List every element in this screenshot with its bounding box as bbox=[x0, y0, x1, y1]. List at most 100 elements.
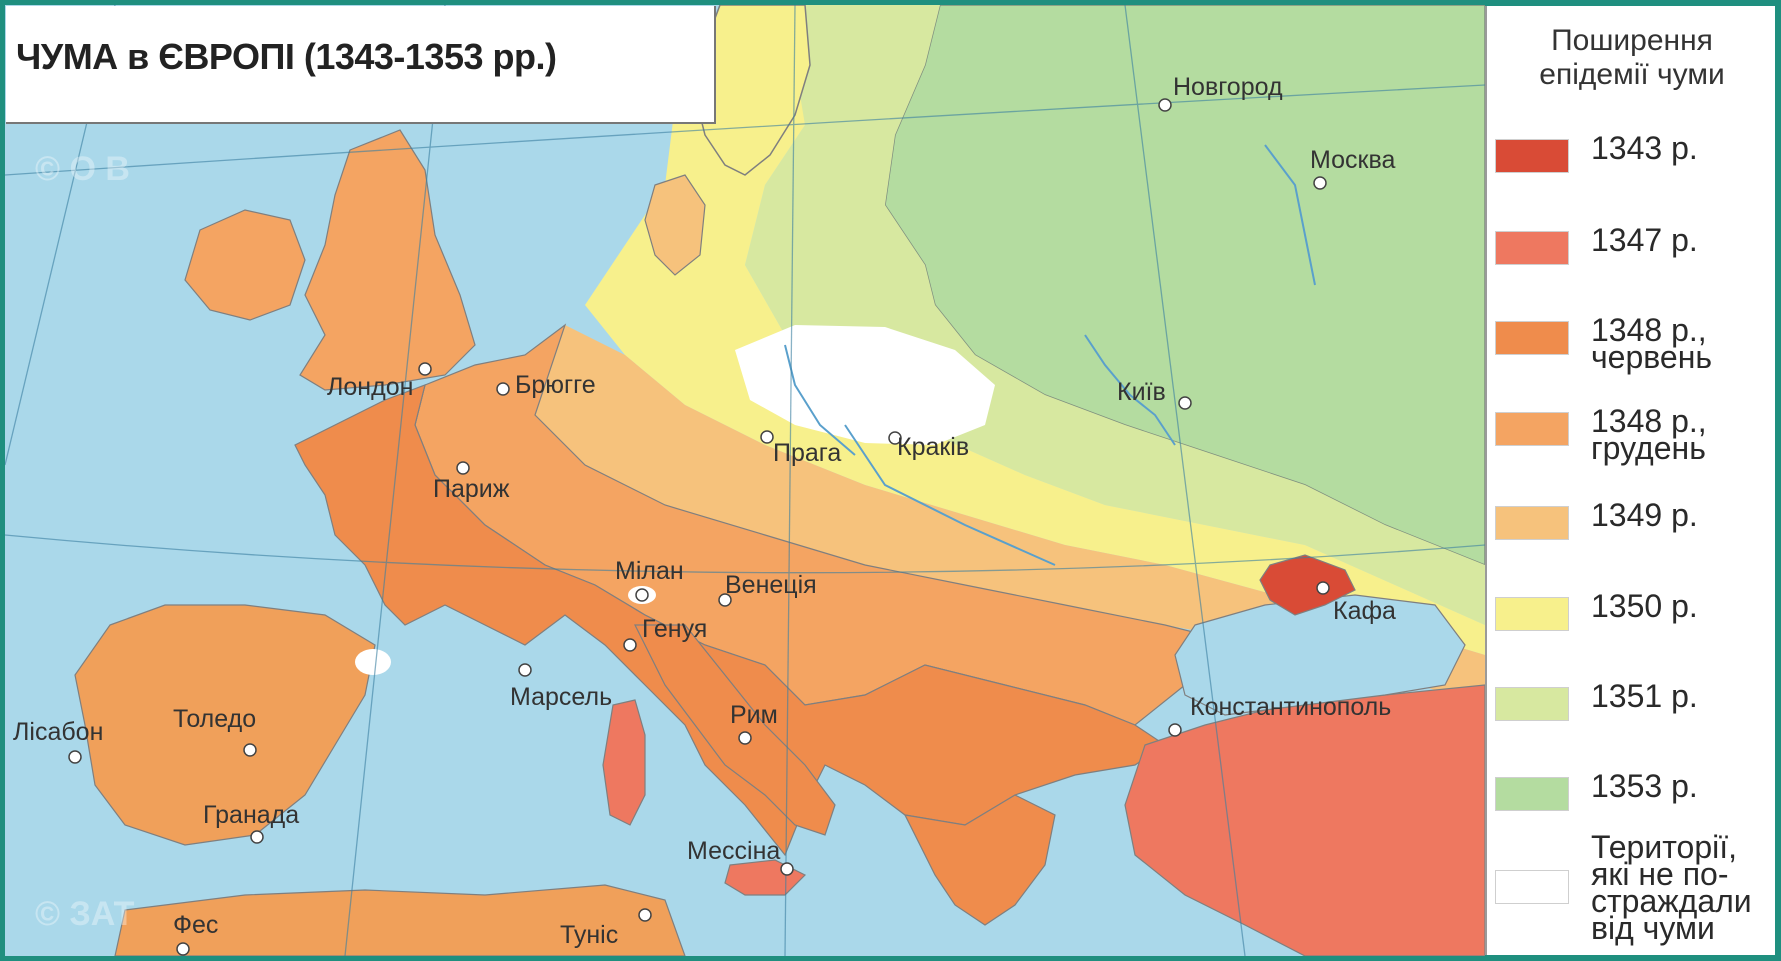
legend-label: 1349 р. bbox=[1591, 497, 1776, 533]
legend-label-line: 1350 р. bbox=[1591, 588, 1698, 624]
land-ireland bbox=[184, 209, 306, 321]
watermark-bottom: © ЗАТ bbox=[35, 895, 135, 933]
legend-label-line: червень bbox=[1591, 339, 1713, 375]
legend-label-line: грудень bbox=[1591, 430, 1706, 466]
city-label-messina: Мессіна bbox=[687, 837, 780, 865]
city-label-novgorod: Новгород bbox=[1173, 73, 1283, 101]
legend-label-line: 1353 р. bbox=[1591, 768, 1698, 804]
legend-label-line: 1348 р., bbox=[1591, 403, 1707, 439]
city-label-marsel: Марсель bbox=[510, 683, 612, 711]
legend-swatch bbox=[1495, 777, 1569, 811]
land-sardinia bbox=[602, 699, 646, 826]
city-marker-rym bbox=[738, 731, 752, 745]
graticule bbox=[5, 5, 1485, 956]
land-italy bbox=[634, 624, 836, 836]
legend-label: 1347 р. bbox=[1591, 222, 1776, 258]
city-marker-konstantynopol bbox=[1168, 723, 1182, 737]
city-marker-novgorod bbox=[1158, 98, 1172, 112]
city-marker-kafa bbox=[1316, 581, 1330, 595]
city-marker-brugge bbox=[496, 382, 510, 396]
legend-swatch bbox=[1495, 231, 1569, 265]
legend-swatch bbox=[1495, 687, 1569, 721]
city-label-fes: Фес bbox=[173, 911, 218, 939]
city-label-heniuia: Генуя bbox=[642, 615, 707, 643]
legend-label-line: страждали bbox=[1591, 883, 1752, 919]
zone-1351 bbox=[745, 5, 1485, 625]
legend-swatch bbox=[1495, 597, 1569, 631]
city-marker-heniuia bbox=[623, 638, 637, 652]
city-marker-krakiv bbox=[888, 431, 902, 445]
title-box: ЧУМА в ЄВРОПІ (1343-1353 рр.) bbox=[6, 6, 716, 124]
unaffected-pyrenees bbox=[355, 649, 391, 675]
legend-title: Поширення епідемії чуми bbox=[1487, 24, 1777, 92]
city-marker-fes bbox=[176, 942, 190, 956]
city-label-konstantynopol: Константинополь bbox=[1190, 693, 1391, 721]
city-marker-tunis bbox=[638, 908, 652, 922]
river-1 bbox=[1084, 334, 1176, 446]
city-label-praha: Прага bbox=[773, 439, 841, 467]
legend-label-line: 1343 р. bbox=[1591, 130, 1698, 166]
legend-label: Території, які не по- страждали від чуми bbox=[1591, 831, 1776, 946]
map-canvas: © О В © ЗАТ Новгород Москва Лондон Брюгг… bbox=[5, 5, 1485, 956]
city-markers bbox=[68, 98, 1330, 956]
watermark-top: © О В bbox=[35, 150, 130, 188]
legend-label: 1351 р. bbox=[1591, 678, 1776, 714]
city-label-kafa: Кафа bbox=[1333, 597, 1396, 625]
river-4 bbox=[844, 424, 1056, 566]
city-label-tunis: Туніс bbox=[560, 921, 618, 949]
legend-label: 1350 р. bbox=[1591, 588, 1776, 624]
land-balkans bbox=[903, 794, 1056, 926]
city-label-paryzh: Париж bbox=[433, 475, 510, 503]
legend-swatch bbox=[1495, 506, 1569, 540]
city-label-kyiv: Київ bbox=[1117, 378, 1166, 406]
legend-title-line-1: Поширення bbox=[1551, 24, 1713, 57]
city-marker-london bbox=[418, 362, 432, 376]
city-marker-marsel bbox=[518, 663, 532, 677]
zone-1350 bbox=[585, 5, 1485, 655]
legend-label: 1353 р. bbox=[1591, 768, 1776, 804]
city-label-venetsiia: Венеція bbox=[725, 571, 817, 599]
city-marker-toledo bbox=[243, 743, 257, 757]
land-iberia bbox=[74, 604, 376, 846]
city-label-london: Лондон bbox=[327, 373, 413, 401]
zone-1343-crimea bbox=[1259, 554, 1356, 616]
land-denmark bbox=[644, 174, 706, 276]
legend-swatch bbox=[1495, 139, 1569, 173]
city-label-lisabon: Лісабон bbox=[13, 718, 103, 746]
city-label-krakiv: Краків bbox=[897, 433, 969, 461]
city-marker-lisabon bbox=[68, 750, 82, 764]
city-marker-venetsiia bbox=[718, 593, 732, 607]
city-marker-kyiv bbox=[1178, 396, 1192, 410]
legend-swatch bbox=[1495, 870, 1569, 904]
legend: Поширення епідемії чуми 1343 р. 1347 р. … bbox=[1485, 6, 1775, 955]
legend-label-line: 1348 р., bbox=[1591, 312, 1707, 348]
city-marker-praha bbox=[760, 430, 774, 444]
legend-label: 1348 р., грудень bbox=[1591, 403, 1776, 466]
city-label-brugge: Брюгге bbox=[515, 371, 596, 399]
city-label-rym: Рим bbox=[730, 701, 778, 729]
river-3 bbox=[784, 344, 856, 456]
city-marker-messina bbox=[780, 862, 794, 876]
city-label-hranada: Гранада bbox=[203, 801, 299, 829]
city-label-milan: Мілан bbox=[615, 557, 684, 585]
city-marker-milan bbox=[635, 588, 649, 602]
legend-label-line: які не по- bbox=[1591, 856, 1729, 892]
city-label-moskva: Москва bbox=[1310, 146, 1395, 174]
unaffected-poland bbox=[735, 325, 995, 445]
legend-label-line: 1351 р. bbox=[1591, 678, 1698, 714]
city-marker-paryzh bbox=[456, 461, 470, 475]
city-label-toledo: Толедо bbox=[173, 705, 256, 733]
city-marker-moskva bbox=[1313, 176, 1327, 190]
legend-title-line-2: епідемії чуми bbox=[1539, 58, 1725, 91]
legend-label-line: 1347 р. bbox=[1591, 222, 1698, 258]
legend-label-line: 1349 р. bbox=[1591, 497, 1698, 533]
legend-label: 1348 р., червень bbox=[1591, 312, 1776, 375]
legend-label: 1343 р. bbox=[1591, 130, 1776, 166]
river-2 bbox=[1264, 144, 1316, 286]
land-north-africa bbox=[114, 884, 686, 956]
legend-label-line: від чуми bbox=[1591, 910, 1715, 946]
land-britain bbox=[299, 129, 476, 391]
map-title: ЧУМА в ЄВРОПІ (1343-1353 рр.) bbox=[16, 36, 557, 77]
legend-swatch bbox=[1495, 321, 1569, 355]
legend-swatch bbox=[1495, 412, 1569, 446]
